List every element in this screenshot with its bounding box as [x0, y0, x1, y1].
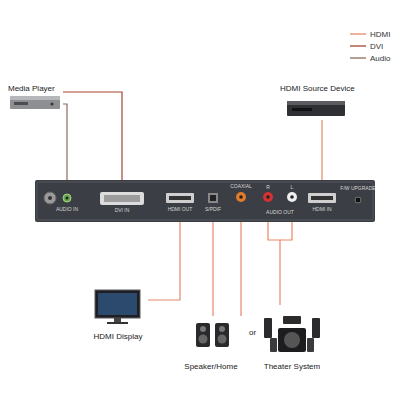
- device-node: Theater System: [258, 305, 326, 372]
- cable-line: [63, 92, 122, 180]
- legend-text: HDMI: [370, 30, 390, 39]
- port-label: S/PDIF: [205, 206, 221, 212]
- device-node: Media Player: [8, 84, 63, 112]
- subwoofer-cone: [284, 332, 300, 348]
- device-panel-node: AUDIO IN DVI IN HDMI OUT S/PDIF COAXIAL R L AUD…: [35, 180, 375, 222]
- speaker-cone: [199, 335, 208, 344]
- port-label: AUDIO IN: [56, 206, 78, 212]
- spdif-hole: [210, 195, 216, 201]
- cable-line: [63, 104, 67, 180]
- hdmi-out-port: [166, 193, 194, 203]
- cable-line: [321, 120, 322, 180]
- source-device-icon: [287, 101, 345, 116]
- spdif-port: [208, 193, 218, 203]
- satellite-icon: [270, 338, 277, 352]
- hdmi-out-slot: [169, 196, 191, 200]
- audio-in-hole: [66, 197, 69, 200]
- device-panel: [35, 180, 375, 222]
- speaker-icon: [215, 323, 229, 347]
- fw-port: [355, 197, 361, 203]
- device-node: HDMI Display: [88, 288, 148, 342]
- legend: HDMI DVI Audio: [350, 28, 390, 64]
- device-label: Theater System: [258, 362, 326, 372]
- port-label: R: [266, 184, 270, 190]
- cable-line: [268, 222, 280, 305]
- port-label: HDMI OUT: [168, 206, 193, 212]
- device-label: Speaker/Home: [176, 362, 246, 372]
- speaker-cone: [200, 326, 206, 332]
- audio-r-hole: [266, 195, 270, 199]
- speaker-cone: [219, 326, 225, 332]
- satellite-icon: [307, 338, 314, 352]
- coax-hole: [239, 195, 243, 199]
- legend-row: Audio: [350, 52, 390, 64]
- legend-row: HDMI: [350, 28, 390, 40]
- source-device-top: [287, 101, 345, 105]
- power-jack: [44, 192, 56, 204]
- port-label: L: [291, 184, 294, 190]
- port-label: HDMI IN: [312, 206, 331, 212]
- device-label: HDMI Display: [88, 332, 148, 342]
- media-player-slot: [14, 102, 28, 105]
- device-node: HDMI Source Device: [280, 84, 360, 120]
- port-label: F/W UPGRADE: [340, 185, 375, 191]
- media-player-button: [51, 103, 54, 106]
- port-label: COAXIAL: [230, 183, 252, 189]
- media-player-top: [10, 96, 60, 100]
- audio-r-port: [263, 192, 273, 202]
- legend-line: [350, 31, 366, 37]
- device-label: Media Player: [8, 84, 63, 94]
- legend-row: DVI: [350, 40, 390, 52]
- port-label: AUDIO OUT: [266, 209, 294, 215]
- dvi-pins: [104, 195, 140, 202]
- audio-bracket: [280, 222, 292, 240]
- display-base: [107, 322, 128, 324]
- satellite-icon: [312, 318, 320, 338]
- audio-in-port: [63, 194, 71, 202]
- coax-port: [236, 192, 246, 202]
- speaker-cone: [218, 335, 227, 344]
- dvi-port: [100, 192, 144, 205]
- audio-l-port: [287, 192, 297, 202]
- center-speaker-icon: [283, 316, 301, 324]
- display-icon: [95, 290, 140, 318]
- display-stand: [114, 318, 121, 322]
- cable-line: [240, 222, 241, 316]
- hdmi-in-slot: [311, 196, 333, 200]
- hdmi-in-port: [308, 193, 336, 203]
- audio-l-hole: [290, 195, 294, 199]
- subwoofer-icon: [278, 328, 306, 352]
- panel-bevel: [37, 182, 373, 220]
- legend-line: [350, 43, 366, 49]
- or-label: or: [249, 328, 256, 338]
- device-label: HDMI Source Device: [280, 84, 360, 94]
- device-node: Speaker/Home: [176, 316, 246, 372]
- legend-line: [350, 55, 366, 61]
- legend-text: Audio: [370, 54, 390, 63]
- display-screen: [98, 293, 137, 315]
- legend-text: DVI: [370, 42, 383, 51]
- source-device-slot: [292, 108, 312, 111]
- media-player-icon: [10, 96, 60, 109]
- power-pin: [48, 196, 52, 200]
- cable-line: [148, 222, 180, 300]
- port-label: DVI IN: [115, 207, 130, 213]
- speaker-icon: [196, 323, 210, 347]
- satellite-icon: [264, 318, 272, 338]
- cable-line: [212, 222, 213, 316]
